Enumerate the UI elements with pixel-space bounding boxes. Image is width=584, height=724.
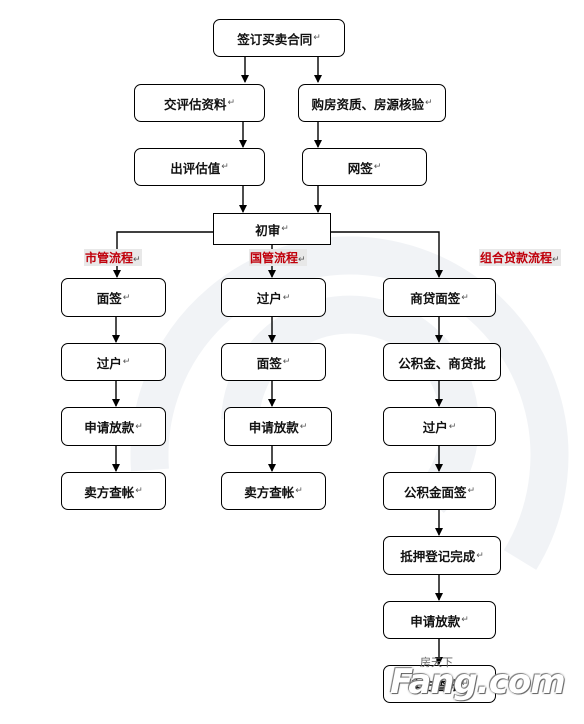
return-mark: ↵	[313, 33, 321, 43]
return-mark: ↵	[461, 292, 469, 303]
node-sign-contract: 签订买卖合同↵	[213, 19, 345, 57]
node-submit-appraisal: 交评估资料↵	[134, 84, 265, 122]
node-combo-fund-face: 公积金面签↵	[383, 472, 496, 510]
return-mark: ↵	[448, 421, 457, 432]
lane-title-city: 市管流程↵	[84, 249, 142, 266]
node-combo-approval: 公积金、商贷批	[383, 343, 501, 381]
node-city-seller-check: 卖方查帐↵	[61, 472, 166, 510]
return-mark: ↵	[282, 357, 291, 367]
lane-title-state: 国管流程↵	[249, 249, 307, 266]
node-state-loan: 申请放款↵	[224, 407, 332, 446]
watermark-chinese: 房天下	[420, 656, 453, 669]
node-state-seller-check: 卖方查帐↵	[221, 472, 326, 510]
node-city-face-sign: 面签↵	[61, 278, 166, 317]
node-combo-loan: 申请放款↵	[383, 601, 496, 639]
node-buyer-check: 购房资质、房源核验↵	[298, 84, 446, 122]
return-mark: ↵	[122, 357, 131, 367]
return-mark: ↵	[122, 292, 131, 303]
node-appraisal-value: 出评估值↵	[134, 148, 265, 186]
return-mark: ↵	[467, 486, 476, 496]
return-mark: ↵	[135, 421, 143, 432]
node-online-sign: 网签↵	[302, 148, 427, 186]
return-mark: ↵	[135, 486, 143, 496]
node-combo-seller-check: 卖方查帐↵	[383, 665, 496, 703]
watermark-brand: Fang.com	[390, 662, 566, 702]
node-city-loan: 申请放款↵	[61, 407, 166, 446]
return-mark: ↵	[221, 162, 229, 172]
return-mark: ↵	[299, 421, 308, 432]
node-first-review: 初审↵	[213, 213, 331, 245]
connectors	[112, 57, 443, 665]
node-city-transfer: 过户↵	[61, 343, 166, 381]
return-mark: ↵	[227, 98, 236, 108]
return-mark: ↵	[373, 162, 382, 172]
node-state-face-sign: 面签↵	[221, 343, 326, 381]
node-combo-commercial-face: 商贷面签↵	[383, 278, 496, 317]
return-mark: ↵	[461, 679, 469, 689]
node-combo-mortgage: 抵押登记完成↵	[383, 536, 501, 575]
return-mark: ↵	[295, 486, 303, 496]
lane-title-combo: 组合贷款流程↵	[479, 249, 561, 266]
return-mark: ↵	[424, 98, 433, 108]
return-mark: ↵	[461, 615, 469, 625]
return-mark: ↵	[476, 550, 484, 561]
return-mark: ↵	[281, 224, 289, 234]
node-combo-transfer: 过户↵	[383, 407, 496, 446]
node-state-transfer: 过户↵	[221, 278, 326, 317]
return-mark: ↵	[282, 292, 291, 303]
